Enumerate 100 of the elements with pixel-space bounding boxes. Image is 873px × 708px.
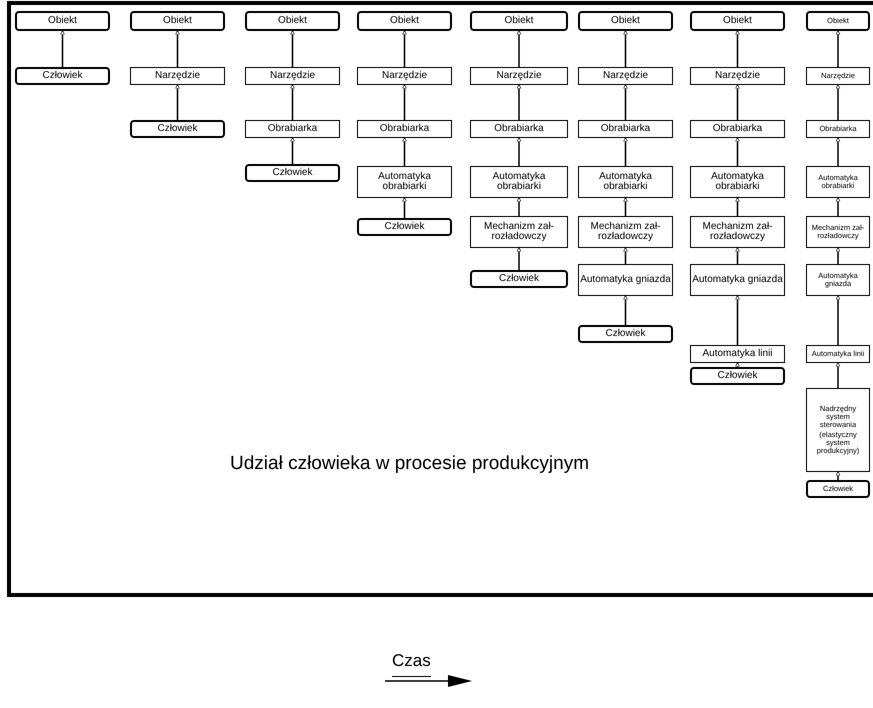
box-label: Mechanizm zał-rozładowczy [589, 222, 662, 242]
box-label: Automatyka gniazda [580, 274, 671, 286]
arrow [735, 30, 740, 67]
box-label: Automatyka obrabiarki [377, 172, 432, 192]
process-box [357, 120, 452, 138]
diagram-title: Udział człowieka w procesie produkcyjnym [230, 452, 590, 476]
arrow [402, 197, 407, 218]
box-label: Obiekt [48, 16, 77, 26]
process-box [578, 325, 673, 343]
box-label: Mechanizm zał-rozładowczy [482, 222, 556, 242]
arrow [836, 84, 840, 120]
process-box [357, 11, 452, 31]
process-box [690, 264, 785, 296]
arrow [623, 137, 628, 166]
arrow [735, 84, 740, 120]
process-box [806, 216, 870, 248]
process-box [357, 166, 452, 198]
box-label: Człowiek [157, 124, 198, 134]
box-label: Automatyka obrabiarki [492, 172, 546, 192]
box-label: Narzędzie [496, 70, 542, 82]
box-label: Człowiek [272, 168, 312, 178]
arrow [735, 295, 740, 345]
arrow [290, 84, 295, 120]
arrow [836, 362, 840, 388]
process-box [578, 166, 673, 198]
arrow [175, 30, 180, 67]
process-box [470, 216, 568, 248]
process-box [806, 388, 870, 472]
process-box [470, 270, 568, 288]
box-label: Obrabiarka [712, 124, 762, 134]
process-box [578, 264, 673, 296]
box-label: Obrabiarka [600, 124, 650, 134]
time-axis-label: Czas [392, 648, 431, 676]
box-label: Narzędzie [382, 70, 428, 82]
process-box [690, 345, 785, 363]
arrow [290, 137, 295, 164]
arrow [623, 197, 628, 216]
arrow [290, 30, 295, 67]
process-box [806, 264, 870, 296]
box-label: Obiekt [278, 16, 307, 26]
box-label: Automatyka gniazda [692, 274, 783, 286]
box-label: Obiekt [504, 16, 534, 26]
process-box [690, 67, 785, 85]
process-box [470, 67, 568, 85]
arrow [735, 197, 740, 216]
process-box [690, 166, 785, 198]
box-label: Człowiek [384, 222, 424, 232]
box-label: Obiekt [723, 16, 752, 26]
arrow [836, 471, 840, 480]
process-box [357, 67, 452, 85]
process-box [245, 67, 340, 85]
arrow [516, 137, 522, 166]
arrow [623, 247, 628, 264]
process-box [690, 367, 785, 385]
box-label: Narzędzie [154, 70, 200, 82]
process-box [130, 67, 225, 85]
box-label: Narzędzie [602, 70, 648, 82]
box-label: Automatyka obrabiarki [710, 172, 765, 192]
arrow [175, 84, 180, 120]
arrow [516, 197, 522, 216]
arrow [735, 137, 740, 166]
arrow [836, 137, 840, 166]
process-box [806, 11, 870, 31]
process-box [806, 67, 870, 85]
arrow [402, 84, 407, 120]
process-box [578, 11, 673, 31]
process-box [130, 11, 225, 31]
arrow [836, 197, 840, 216]
arrow [623, 295, 628, 325]
arrow [623, 84, 628, 120]
process-box [470, 166, 568, 198]
box-label: Obrabiarka [268, 124, 318, 134]
process-box [15, 67, 110, 85]
box-label: Obrabiarka [380, 124, 430, 134]
box-label: Człowiek [717, 370, 758, 382]
process-box [470, 120, 568, 138]
arrow [516, 84, 522, 120]
arrow [735, 247, 740, 264]
box-label: Narzędzie [270, 70, 316, 82]
process-box [357, 218, 452, 236]
process-box [690, 120, 785, 138]
box-label: Człowiek [605, 328, 646, 340]
process-box [470, 11, 568, 31]
process-box [578, 120, 673, 138]
process-box [690, 11, 785, 31]
box-label: Obiekt [390, 16, 419, 26]
box-label: Automatyka obrabiarki [598, 172, 653, 192]
arrow [402, 30, 407, 67]
arrow [402, 137, 407, 166]
box-label: Obiekt [163, 16, 192, 26]
process-box [245, 120, 340, 138]
arrow [836, 247, 840, 264]
arrow [60, 30, 65, 67]
arrow [735, 362, 740, 367]
process-box [245, 164, 340, 182]
box-label: Obiekt [611, 16, 640, 26]
box-label: Automatyka linii [702, 348, 773, 360]
box-label: Mechanizm zał-rozładowczy [701, 222, 774, 242]
process-box [578, 67, 673, 85]
box-label: Człowiek [498, 274, 539, 284]
